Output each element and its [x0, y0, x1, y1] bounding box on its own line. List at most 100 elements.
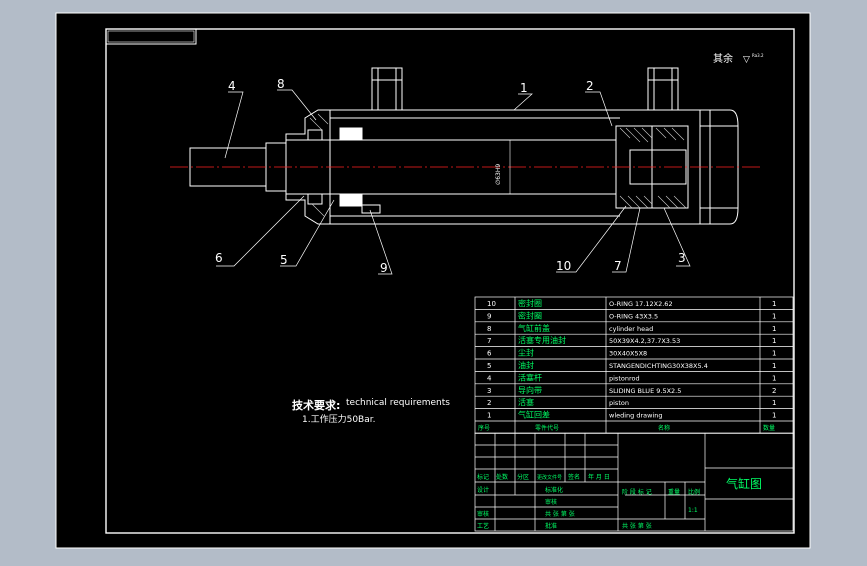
- bom-spec: 30X40X5X8: [609, 350, 647, 358]
- bom-qty: 1: [772, 325, 776, 333]
- bom-no: 7: [487, 337, 491, 345]
- svg-text:共 张 第 张: 共 张 第 张: [545, 510, 575, 518]
- cylinder-assembly: [189, 67, 739, 225]
- bom-name: 油封: [518, 360, 534, 370]
- svg-text:阶 段 标 记: 阶 段 标 记: [622, 488, 652, 496]
- leader-3: 3: [678, 251, 686, 265]
- leader-4: 4: [228, 79, 236, 93]
- svg-text:比例: 比例: [688, 488, 700, 496]
- bom-name: 气缸回差: [518, 410, 550, 420]
- bom-row: 9 密封圈 O-RING 43X3.5 1: [487, 310, 776, 320]
- bom-spec: pistonrod: [609, 374, 640, 382]
- leader-7: 7: [614, 259, 622, 273]
- leader-lines: [216, 89, 691, 275]
- bom-no: 2: [487, 399, 491, 407]
- leader-6: 6: [215, 251, 223, 265]
- svg-text:标记: 标记: [477, 473, 489, 481]
- bom-qty: 1: [772, 362, 776, 370]
- bom-spec: STANGENDICHTING30X38X5.4: [609, 362, 708, 370]
- bill-of-materials: 10 密封圈 O-RING 17.12X2.62 1 9 密封圈 O-RING 43X3.5…: [474, 296, 794, 434]
- svg-text:其余: 其余: [713, 52, 733, 65]
- bom-name: 导向带: [518, 385, 542, 395]
- bom-no: 8: [487, 325, 491, 333]
- leader-10: 10: [556, 259, 571, 273]
- title-block-labels: 标记 处数 分区 更改文件号 签名 年 月 日 设计 标准化 阶 段 标 记 重…: [477, 473, 700, 530]
- title-block: [474, 432, 794, 532]
- svg-text:∅63H9: ∅63H9: [495, 164, 502, 185]
- bom-spec: O-RING 17.12X2.62: [609, 300, 673, 308]
- bom-name: 气缸前盖: [518, 323, 550, 333]
- bom-name: 活塞专用油封: [518, 335, 566, 345]
- svg-text:技术要求:: 技术要求:: [292, 398, 340, 412]
- svg-text:批准: 批准: [545, 522, 557, 530]
- bom-spec: cylinder head: [609, 325, 653, 333]
- bom-qty: 1: [772, 399, 776, 407]
- technical-requirements: 技术要求: technical requirements 1.工作压力50Bar…: [292, 398, 450, 425]
- bom-no: 3: [487, 387, 491, 395]
- bom-header-name: 名称: [658, 424, 670, 432]
- svg-text:▽: ▽: [743, 55, 750, 65]
- bom-no: 4: [487, 374, 492, 382]
- bom-name: 密封圈: [518, 310, 542, 320]
- bom-row: 8 气缸前盖 cylinder head 1: [487, 323, 776, 333]
- svg-text:设计: 设计: [477, 486, 489, 494]
- svg-text:1.工作压力50Bar.: 1.工作压力50Bar.: [302, 413, 375, 425]
- svg-text:签名: 签名: [568, 473, 580, 481]
- bom-qty: 1: [772, 374, 776, 382]
- bom-no: 1: [487, 412, 491, 420]
- bom-qty: 2: [772, 387, 776, 395]
- bom-no: 10: [487, 300, 496, 308]
- svg-text:technical requirements: technical requirements: [346, 398, 450, 408]
- roughness-note: 其余 ▽ Ra3.2: [713, 52, 764, 65]
- svg-text:年 月 日: 年 月 日: [588, 473, 610, 481]
- bom-row: 3 导向带 SLIDING BLUE 9.5X2.5 2: [487, 385, 776, 395]
- svg-text:1:1: 1:1: [688, 507, 698, 514]
- bom-qty: 1: [772, 300, 776, 308]
- bom-no: 6: [487, 350, 492, 358]
- svg-text:更改文件号: 更改文件号: [537, 474, 562, 481]
- svg-text:共 张 第 张: 共 张 第 张: [622, 522, 652, 530]
- leader-5: 5: [280, 253, 288, 267]
- bom-spec: O-RING 43X3.5: [609, 312, 658, 320]
- leader-9: 9: [380, 261, 388, 275]
- drawing-title: 气缸图: [726, 476, 762, 491]
- bom-row: 2 活塞 piston 1: [487, 397, 776, 407]
- drawing-sheet: [55, 12, 811, 549]
- bom-spec: wleding drawing: [609, 412, 663, 420]
- bom-qty: 1: [772, 312, 776, 320]
- bom-no: 9: [487, 312, 491, 320]
- bom-row: 1 气缸回差 wleding drawing 1: [487, 410, 776, 420]
- leader-labels: 4 8 1 2 6 5 9 10 7 3: [215, 77, 686, 275]
- svg-text:工艺: 工艺: [477, 522, 489, 530]
- bom-header-no: 序号: [478, 424, 490, 432]
- svg-text:分区: 分区: [517, 473, 529, 481]
- bom-row: 6 尘封 30X40X5X8 1: [487, 348, 776, 358]
- svg-text:审核: 审核: [545, 498, 557, 506]
- bom-spec: piston: [609, 399, 629, 407]
- bom-name: 密封圈: [518, 298, 542, 308]
- bom-qty: 1: [772, 337, 776, 345]
- bom-row: 10 密封圈 O-RING 17.12X2.62 1: [487, 298, 776, 308]
- bom-no: 5: [487, 362, 491, 370]
- section-hatching: [309, 113, 687, 217]
- bom-spec: SLIDING BLUE 9.5X2.5: [609, 387, 681, 395]
- leader-8: 8: [277, 77, 285, 91]
- bore-dimension: ∅63H9: [495, 140, 511, 194]
- bom-qty: 1: [772, 350, 776, 358]
- bom-qty: 1: [772, 412, 776, 420]
- svg-text:审核: 审核: [477, 510, 489, 518]
- bom-name: 尘封: [518, 348, 534, 358]
- svg-text:Ra3.2: Ra3.2: [752, 53, 764, 58]
- svg-text:标准化: 标准化: [545, 486, 563, 494]
- bom-header-code: 零件代号: [535, 424, 559, 432]
- leader-2: 2: [586, 79, 594, 93]
- corner-tag-box-inner: [107, 30, 195, 43]
- bom-header-qty: 数量: [763, 424, 775, 432]
- bom-row: 5 油封 STANGENDICHTING30X38X5.4 1: [487, 360, 776, 370]
- bom-name: 活塞: [518, 397, 534, 407]
- svg-text:处数: 处数: [496, 473, 508, 481]
- svg-text:重量: 重量: [668, 488, 680, 496]
